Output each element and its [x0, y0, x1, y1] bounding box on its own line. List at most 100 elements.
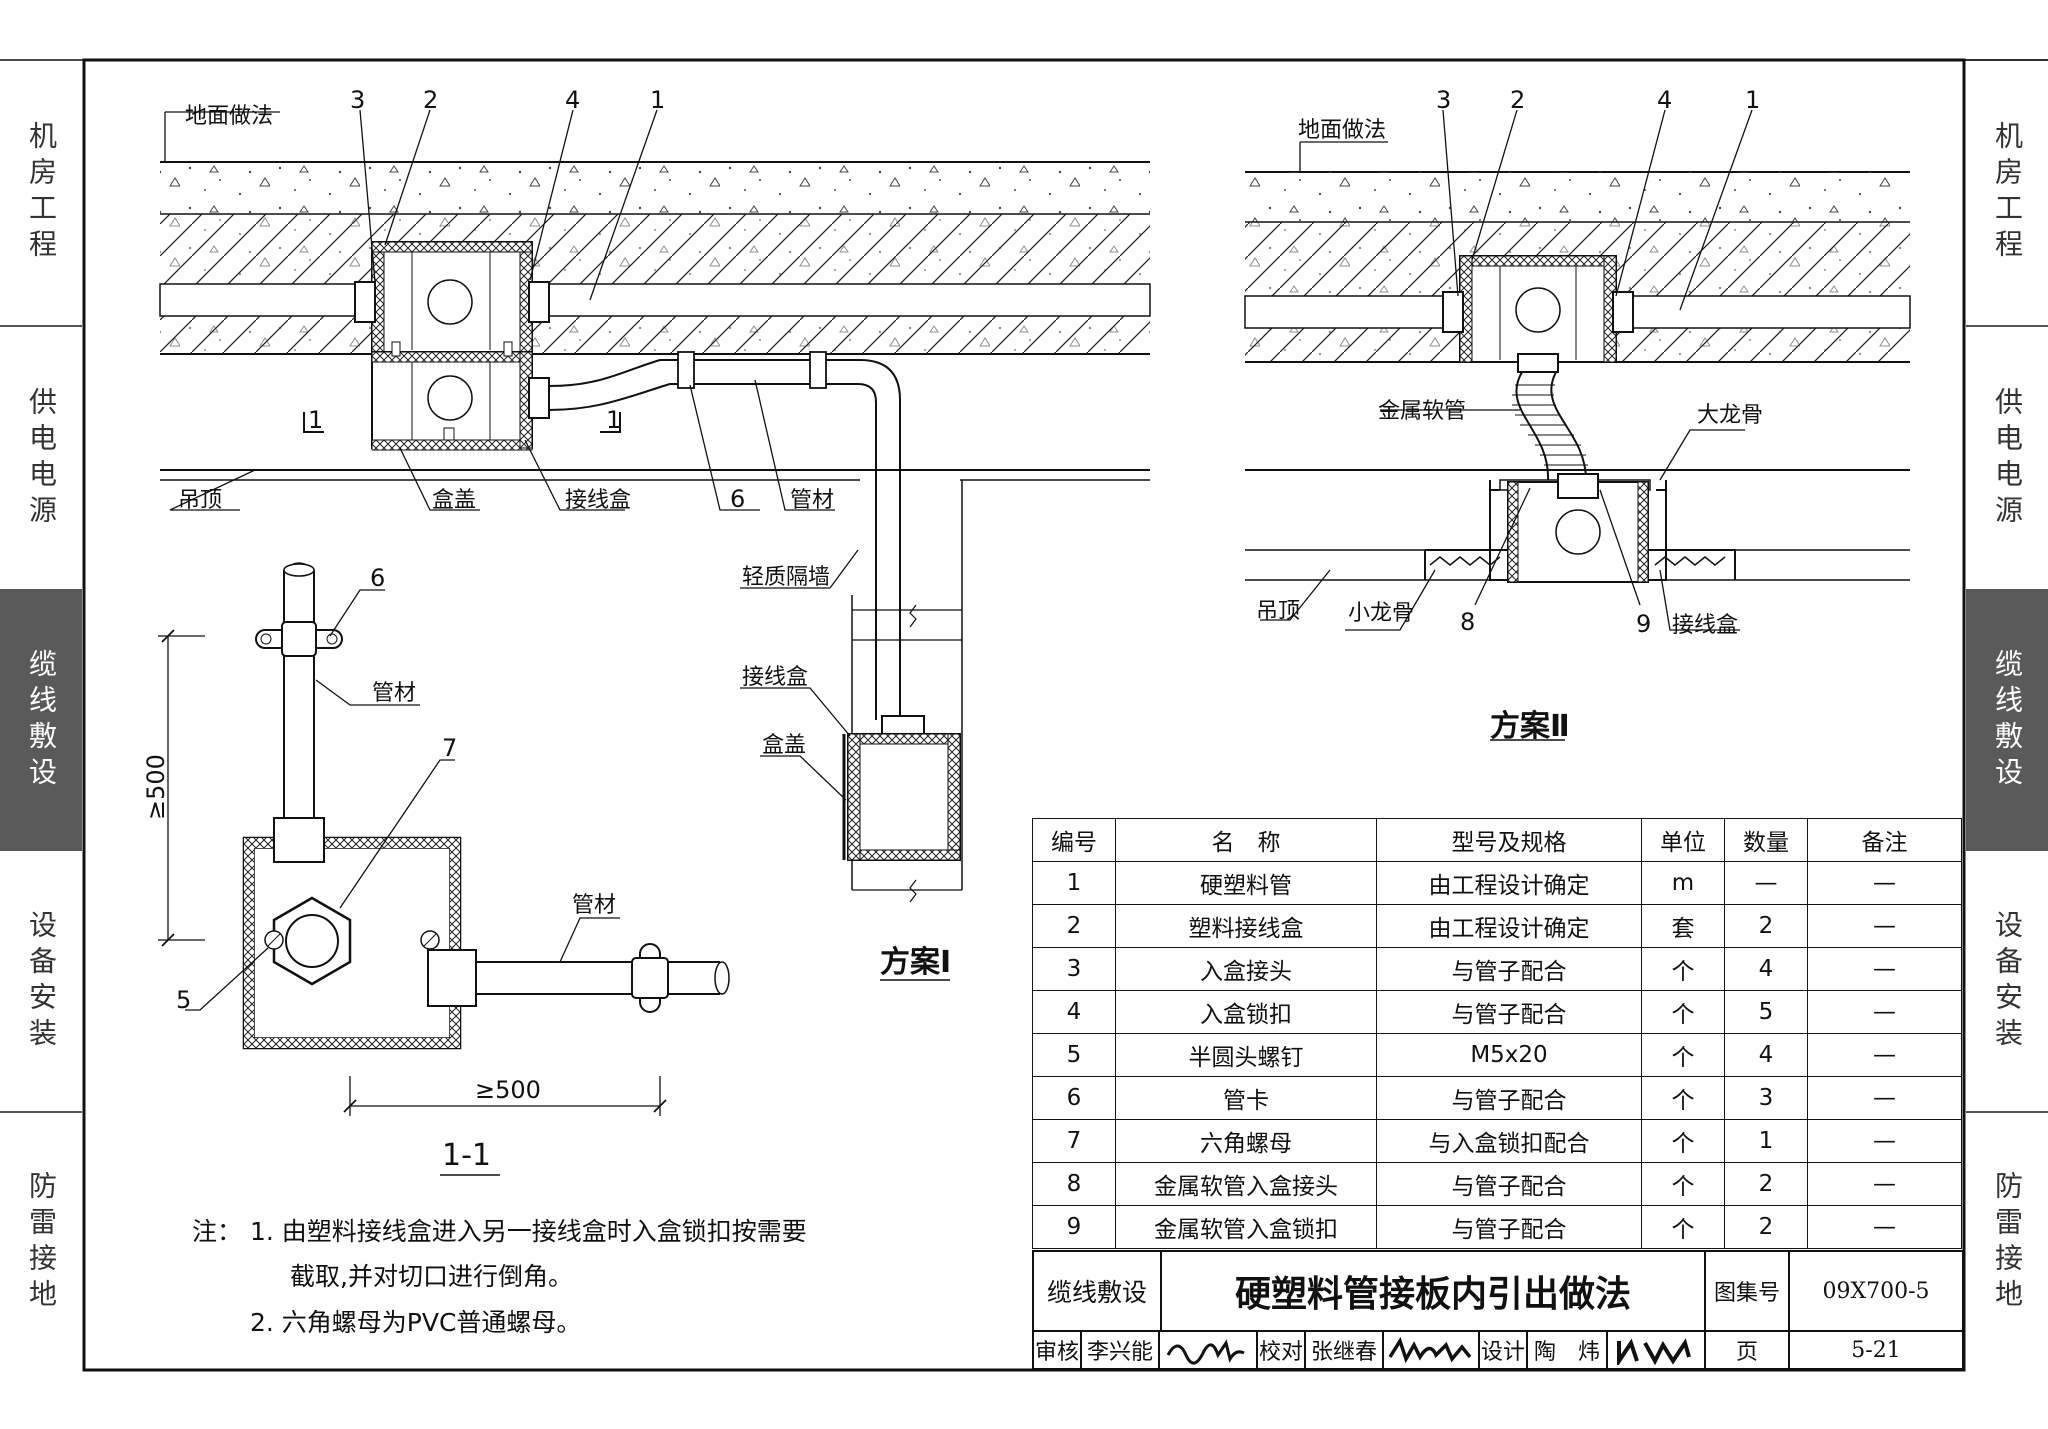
ceiling-label-1: 吊顶 — [178, 488, 222, 513]
side-tab-label: 设备安装 — [25, 910, 58, 1054]
table-cell: — — [1724, 861, 1808, 905]
section-callout-5: 5 — [176, 986, 191, 1014]
dim-horizontal: ≥500 — [475, 1076, 541, 1104]
tb-check-label: 校对 — [1256, 1330, 1306, 1370]
table-cell: 塑料接线盒 — [1115, 904, 1377, 948]
table-cell: — — [1807, 1076, 1962, 1120]
tb-design-label: 设计 — [1478, 1330, 1528, 1370]
tb-atlas-number: 09X700-5 — [1788, 1250, 1964, 1332]
tb-checker-signature — [1382, 1330, 1480, 1370]
floor-label-1: 地面做法 — [185, 104, 273, 129]
s2-callout-2: 2 — [1510, 86, 1525, 114]
table-cell: 个 — [1641, 947, 1725, 991]
side-tab-right-1[interactable]: 机房工程 — [1966, 60, 2048, 325]
cover-label-1: 盒盖 — [432, 488, 476, 513]
table-cell: 入盒锁扣 — [1115, 990, 1377, 1034]
table-cell: 个 — [1641, 1119, 1725, 1163]
table-cell: 个 — [1641, 1076, 1725, 1120]
table-cell: 个 — [1641, 1162, 1725, 1206]
section-callout-7: 7 — [442, 734, 457, 762]
tb-page-number: 5-21 — [1788, 1330, 1964, 1370]
table-cell: 4 — [1032, 990, 1116, 1034]
main-keel-label: 大龙骨 — [1697, 403, 1763, 428]
table-cell: 4 — [1724, 947, 1808, 991]
table-cell: 个 — [1641, 990, 1725, 1034]
s2-callout-8: 8 — [1460, 608, 1475, 636]
s2-callout-3: 3 — [1436, 86, 1451, 114]
tb-reviewer-signature — [1158, 1330, 1258, 1370]
scheme-1-title: 方案Ⅰ — [880, 945, 951, 980]
side-tab-left-3[interactable]: 缆线敷设 — [0, 589, 82, 851]
table-cell: 与管子配合 — [1376, 1076, 1642, 1120]
notes-prefix: 注： — [192, 1217, 243, 1246]
table-cell: 入盒接头 — [1115, 947, 1377, 991]
scheme-2-elevation — [1244, 109, 1911, 741]
table-cell: 硬塑料管 — [1115, 861, 1377, 905]
callout-6: 6 — [730, 485, 745, 513]
header-remark: 备注 — [1807, 818, 1962, 862]
table-cell: 个 — [1641, 1205, 1725, 1249]
side-tab-left-5[interactable]: 防雷接地 — [0, 1111, 82, 1372]
table-cell: 与入盒锁扣配合 — [1376, 1119, 1642, 1163]
dim-vertical: ≥500 — [142, 754, 170, 820]
tb-atlas-label: 图集号 — [1704, 1250, 1790, 1332]
table-cell: 金属软管入盒接头 — [1115, 1162, 1377, 1206]
partition-label: 轻质隔墙 — [742, 565, 830, 590]
table-cell: m — [1641, 861, 1725, 905]
table-cell: 与管子配合 — [1376, 1162, 1642, 1206]
table-cell: 管卡 — [1115, 1076, 1377, 1120]
side-tab-right-4[interactable]: 设备安装 — [1966, 849, 2048, 1113]
side-tab-label: 供电电源 — [25, 387, 58, 531]
side-tab-right-3[interactable]: 缆线敷设 — [1966, 589, 2048, 851]
side-tab-left-2[interactable]: 供电电源 — [0, 325, 82, 591]
section-mark-right: 1 — [606, 406, 621, 434]
table-cell: 3 — [1032, 947, 1116, 991]
table-cell: 4 — [1724, 1033, 1808, 1077]
section-pipe-label-top: 管材 — [372, 681, 416, 706]
side-tab-label: 缆线敷设 — [1991, 649, 2024, 793]
table-cell: 8 — [1032, 1162, 1116, 1206]
side-tab-right-2[interactable]: 供电电源 — [1966, 325, 2048, 591]
callout-1: 1 — [650, 86, 665, 114]
side-tab-label: 设备安装 — [1991, 910, 2024, 1054]
header-spec: 型号及规格 — [1376, 818, 1642, 862]
table-cell: 2 — [1724, 904, 1808, 948]
scheme-2-title: 方案Ⅱ — [1490, 709, 1570, 744]
tb-category: 缆线敷设 — [1032, 1250, 1162, 1332]
table-cell: 9 — [1032, 1205, 1116, 1249]
table-cell: — — [1807, 947, 1962, 991]
table-cell: 由工程设计确定 — [1376, 904, 1642, 948]
s2-callout-4: 4 — [1657, 86, 1672, 114]
side-tab-right-5[interactable]: 防雷接地 — [1966, 1111, 2048, 1372]
note-line-2: 截取,并对切口进行倒角。 — [290, 1262, 573, 1291]
callout-4: 4 — [565, 86, 580, 114]
side-tab-left-1[interactable]: 机房工程 — [0, 60, 82, 325]
cover-label-lower: 盒盖 — [762, 733, 806, 758]
junction-box-label-2: 接线盒 — [1672, 613, 1738, 638]
floor-label-2: 地面做法 — [1298, 118, 1386, 143]
junction-box-label-1: 接线盒 — [565, 488, 631, 513]
table-cell: — — [1807, 990, 1962, 1034]
callout-2: 2 — [423, 86, 438, 114]
side-tab-left-4[interactable]: 设备安装 — [0, 849, 82, 1113]
side-tab-label: 缆线敷设 — [25, 649, 58, 793]
table-cell: 2 — [1724, 1205, 1808, 1249]
pipe-label-1: 管材 — [790, 488, 834, 513]
side-tab-label: 供电电源 — [1991, 387, 2024, 531]
section-1-1 — [158, 562, 730, 1176]
side-tab-label: 机房工程 — [25, 120, 58, 265]
table-cell: 半圆头螺钉 — [1115, 1033, 1377, 1077]
table-cell: 1 — [1032, 861, 1116, 905]
table-cell: 5 — [1032, 1033, 1116, 1077]
table-cell: 套 — [1641, 904, 1725, 948]
